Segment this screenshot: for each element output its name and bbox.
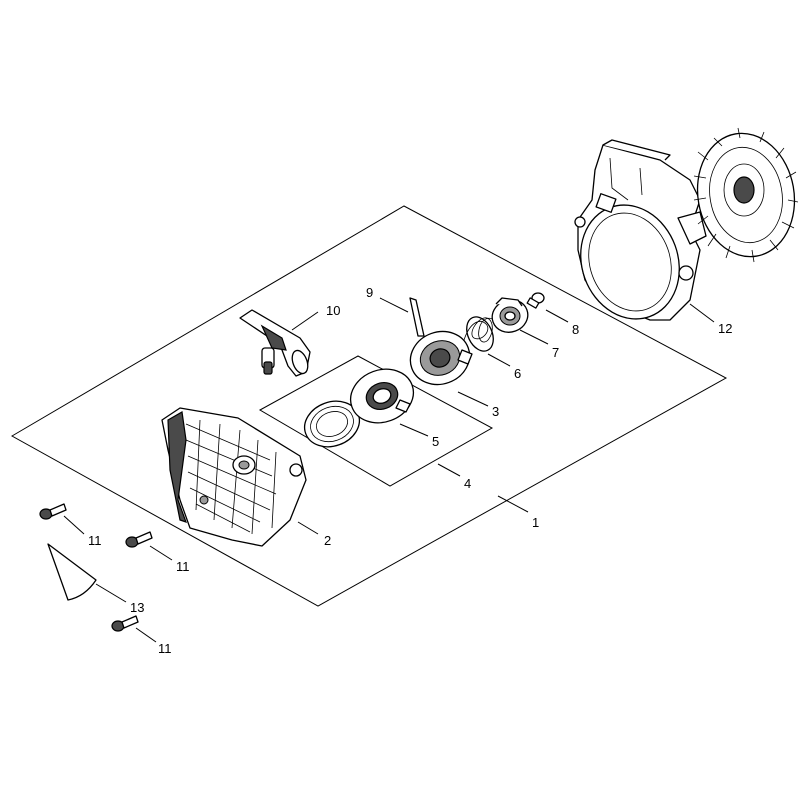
callout-8: 8 — [572, 322, 579, 337]
starter-cover-2 — [161, 407, 307, 547]
assembly-frame-4 — [258, 355, 494, 487]
assembly-frame-1 — [10, 205, 728, 607]
callout-3: 3 — [492, 404, 499, 419]
callout-2: 2 — [324, 533, 331, 548]
ratchet-7 — [491, 297, 529, 333]
callout-1: 1 — [532, 515, 539, 530]
callout-9: 9 — [366, 285, 373, 300]
bolt-11-b — [125, 531, 153, 548]
callout-11-b: 11 — [176, 559, 190, 574]
decal-13 — [47, 543, 97, 601]
callout-11-a: 11 — [88, 533, 102, 548]
starter-rope-9 — [409, 297, 425, 337]
leader-lines — [63, 297, 715, 643]
callout-10: 10 — [326, 303, 340, 318]
starter-handle-10 — [239, 309, 311, 377]
bolt-11-c — [111, 615, 139, 632]
spring-case-5 — [349, 368, 415, 424]
callout-5: 5 — [432, 434, 439, 449]
callout-12: 12 — [718, 321, 732, 336]
bolt-11-a — [39, 503, 67, 520]
rope-pulley-3 — [409, 330, 473, 386]
pawl-spring-6 — [463, 316, 497, 352]
callout-4: 4 — [464, 476, 471, 491]
callout-11-c: 11 — [158, 641, 172, 656]
callout-6: 6 — [514, 366, 521, 381]
callout-7: 7 — [552, 345, 559, 360]
fan-housing-12 — [574, 139, 707, 321]
screw-8 — [526, 292, 545, 309]
callout-13: 13 — [130, 600, 144, 615]
flywheel-12 — [693, 127, 799, 263]
